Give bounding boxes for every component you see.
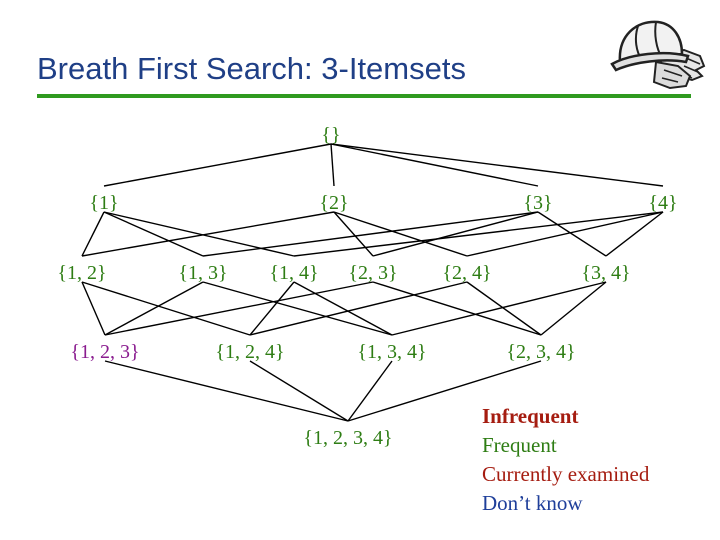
edge-n123-n1234	[104, 360, 349, 422]
edge-n1-n13	[103, 211, 204, 257]
edge-n23-n234	[372, 281, 542, 336]
itemset-node-n1234: {1, 2, 3, 4}	[303, 427, 392, 449]
edge-n13-n123	[104, 281, 204, 336]
itemset-node-n124: {1, 2, 4}	[215, 341, 284, 363]
itemset-node-n13: {1, 3}	[178, 262, 227, 284]
edge-empty-n3	[330, 143, 539, 187]
itemset-node-n34: {3, 4}	[581, 262, 630, 284]
title-underline	[37, 94, 691, 98]
legend-dont-know: Don’t know	[482, 491, 583, 515]
edge-n3-n34	[537, 211, 607, 257]
edge-empty-n2	[330, 143, 335, 187]
edge-n2-n23	[333, 211, 374, 257]
hard-hat-gloves-icon	[610, 20, 706, 90]
edge-n234-n1234	[347, 360, 542, 422]
itemset-node-n23: {2, 3}	[348, 262, 397, 284]
edge-n124-n1234	[249, 360, 349, 422]
edge-n1-n12	[81, 211, 105, 257]
itemset-node-empty: {}	[321, 124, 340, 146]
edge-n14-n134	[293, 281, 393, 336]
edge-n34-n234	[540, 281, 607, 336]
edge-n134-n1234	[347, 360, 393, 422]
itemset-node-n3: {3}	[523, 192, 552, 214]
edge-empty-n1	[103, 143, 332, 187]
itemset-node-n24: {2, 4}	[442, 262, 491, 284]
edge-n2-n24	[333, 211, 468, 257]
itemset-node-n14: {1, 4}	[269, 262, 318, 284]
edge-n12-n123	[81, 281, 106, 336]
edge-n1-n14	[103, 211, 295, 257]
legend-currently-examined: Currently examined	[482, 462, 650, 486]
itemset-node-n134: {1, 3, 4}	[357, 341, 426, 363]
itemset-node-n234: {2, 3, 4}	[506, 341, 575, 363]
lattice-nodes: {} {1} {2} {3} {4} {1, 2} {1, 3} {1, 4} {2, 3} {2…	[57, 124, 677, 449]
edge-n2-n12	[81, 211, 335, 257]
legend-infrequent: Infrequent	[482, 404, 579, 428]
edge-n14-n124	[249, 281, 295, 336]
itemset-node-n123: {1, 2, 3}	[70, 341, 139, 363]
slide-title: Breath First Search: 3-Itemsets	[37, 51, 466, 86]
itemset-node-n12: {1, 2}	[57, 262, 106, 284]
edge-n4-n24	[466, 211, 664, 257]
legend-frequent: Frequent	[482, 433, 557, 457]
edge-n3-n13	[202, 211, 539, 257]
legend: Infrequent Frequent Currently examined D…	[482, 402, 649, 518]
edge-n3-n23	[372, 211, 539, 257]
edge-n23-n123	[104, 281, 374, 336]
edge-n4-n34	[605, 211, 664, 257]
lattice-edges	[81, 143, 664, 422]
edge-n24-n124	[249, 281, 468, 336]
edge-empty-n4	[330, 143, 664, 187]
itemset-node-n2: {2}	[319, 192, 348, 214]
edge-n34-n134	[391, 281, 607, 336]
itemset-node-n1: {1}	[89, 192, 118, 214]
edge-n13-n134	[202, 281, 393, 336]
edge-n12-n124	[81, 281, 251, 336]
itemset-node-n4: {4}	[648, 192, 677, 214]
edge-n24-n234	[466, 281, 542, 336]
edge-n4-n14	[293, 211, 664, 257]
